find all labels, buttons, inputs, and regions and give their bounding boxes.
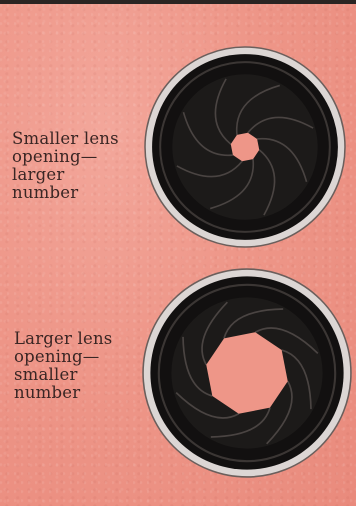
caption-line: opening—	[12, 148, 119, 166]
caption-line: Larger lens	[14, 330, 112, 348]
caption-larger-opening: Larger lens opening— smaller number	[14, 330, 112, 402]
caption-line: larger	[12, 166, 119, 184]
caption-smaller-opening: Smaller lens opening— larger number	[12, 130, 119, 202]
caption-line: number	[14, 384, 112, 402]
caption-line: smaller	[14, 366, 112, 384]
lens-small-aperture-illustration	[144, 46, 346, 248]
caption-line: Smaller lens	[12, 130, 119, 148]
illustration-plate: Smaller lens opening— larger number Larg…	[0, 4, 356, 506]
caption-line: number	[12, 184, 119, 202]
lens-large-aperture-illustration	[142, 268, 352, 478]
caption-line: opening—	[14, 348, 112, 366]
